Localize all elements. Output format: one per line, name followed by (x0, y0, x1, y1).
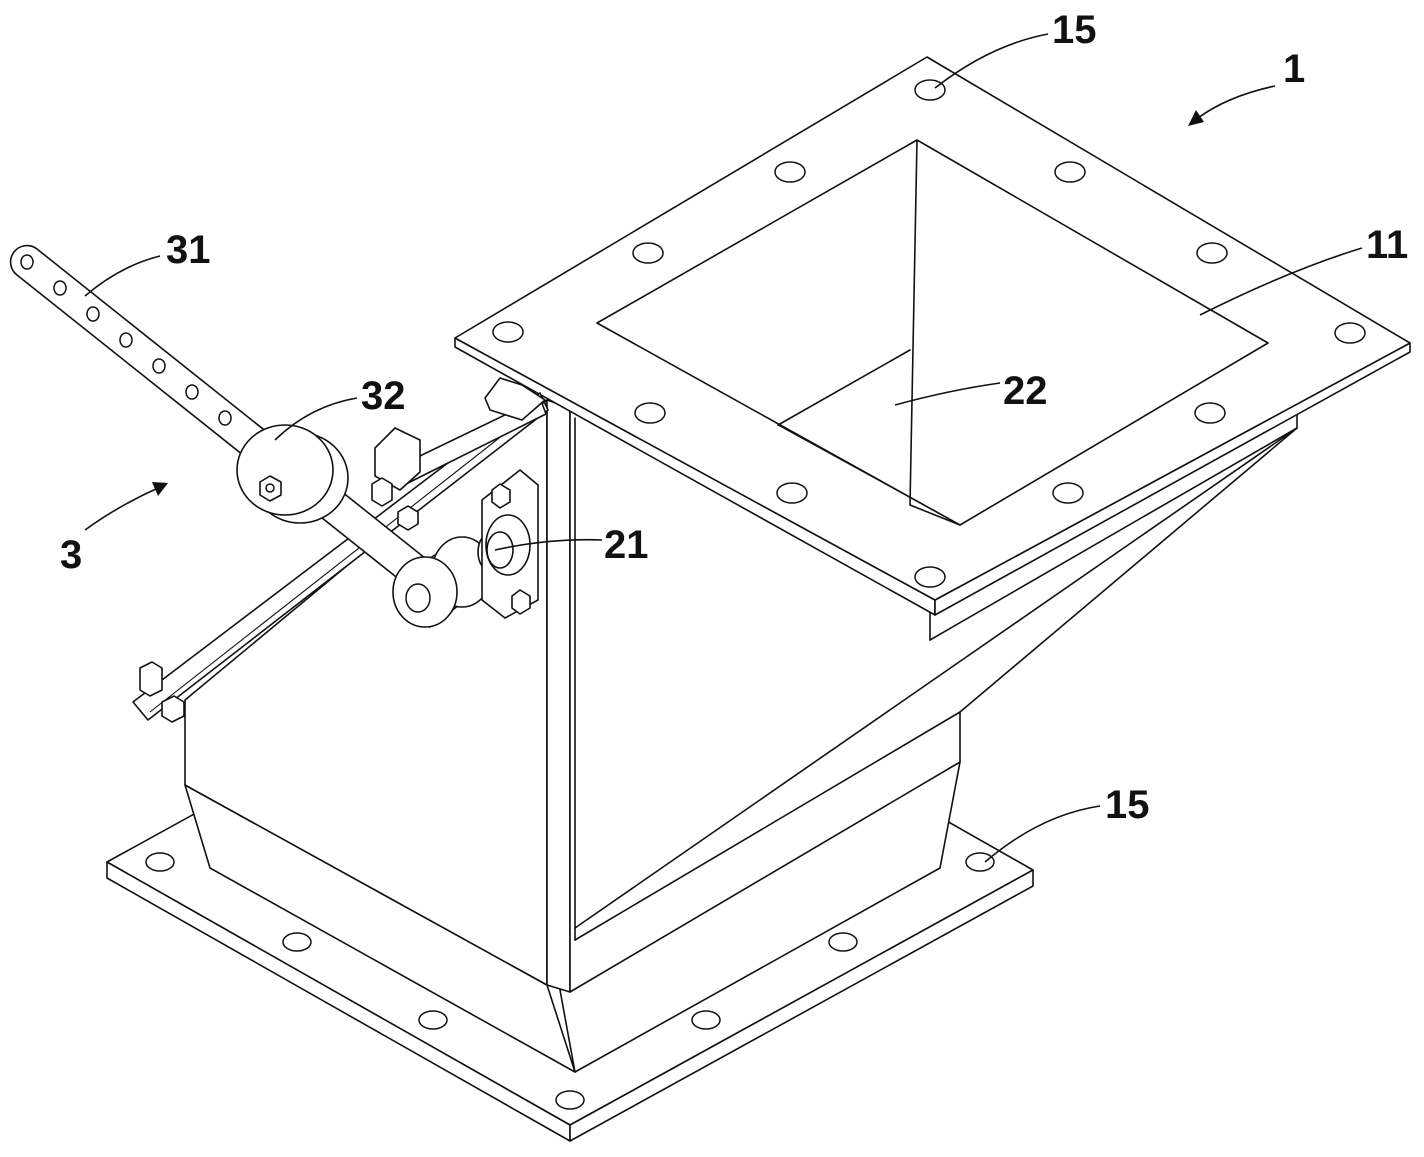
leader-top-hole (934, 33, 1049, 89)
leader-lever (84, 255, 161, 297)
bolt-hole (634, 402, 666, 424)
damper-plate-edge (777, 349, 911, 426)
lever-holes (20, 254, 232, 426)
top-flange (454, 56, 1411, 616)
bolt-hole (774, 161, 806, 183)
leader-damper-plate (894, 382, 1001, 406)
bolt-icon (371, 477, 393, 507)
lower-bar (132, 392, 549, 721)
bolt-hole (418, 1010, 448, 1030)
leader-drive (84, 487, 159, 531)
bolt-hole (1334, 322, 1366, 344)
leader-device (1197, 85, 1276, 119)
bolt-hole (914, 79, 946, 101)
label-top-flange-hole: 15 (1052, 8, 1097, 52)
lever-hole (86, 306, 100, 322)
bolt-hole (1054, 161, 1086, 183)
bolt-hole (1196, 242, 1228, 264)
bracket (374, 427, 421, 491)
lever-hole (185, 384, 199, 400)
bolt-icon (511, 589, 531, 615)
reference-labels: 15 1 31 11 32 22 3 21 15 (60, 8, 1408, 827)
label-bottom-flange-hole: 15 (1105, 783, 1150, 827)
bolt-icon (161, 695, 185, 723)
label-drive-assembly: 3 (60, 533, 82, 577)
bolt-icon (397, 505, 419, 531)
bolt-hole (965, 852, 995, 872)
arrowhead-icon (152, 482, 168, 496)
bottom-flange-holes (145, 852, 995, 1110)
bolt-hole (492, 321, 524, 343)
bolt-hole (691, 1010, 721, 1030)
label-lever: 31 (166, 228, 211, 272)
lever-hole (53, 280, 67, 296)
lever-hole (20, 254, 34, 270)
lever-hole (218, 410, 232, 426)
corner-seam (546, 399, 571, 993)
bolt-hole (828, 932, 858, 952)
bolt-icon (491, 483, 511, 509)
bolt-hole (555, 1090, 585, 1110)
bolt-hole (632, 242, 664, 264)
wheel (236, 424, 349, 524)
leader-bearing (494, 538, 603, 551)
bolt-icon (139, 661, 163, 697)
hub (392, 531, 507, 628)
bolt-hole (776, 482, 808, 504)
arrowhead-icon (1188, 110, 1204, 126)
label-top-flange: 11 (1366, 223, 1408, 267)
bolt-hole (1052, 482, 1084, 504)
drive-mechanism (9, 244, 549, 723)
bolt-hole (914, 566, 946, 588)
hub-bore (405, 583, 431, 613)
top-flange-holes (492, 79, 1366, 588)
leader-bottom-hole (984, 805, 1101, 863)
bracket (484, 377, 546, 421)
leader-top-flange (1199, 247, 1363, 316)
bolt-hole (1194, 402, 1226, 424)
label-device: 1 (1283, 47, 1305, 91)
leader-lines (84, 33, 1363, 863)
lever-hole (119, 332, 133, 348)
lever-hole (152, 358, 166, 374)
bolt-hole (145, 852, 175, 872)
label-bearing: 21 (604, 523, 649, 567)
top-flange-opening (596, 139, 1269, 526)
label-wheel: 32 (361, 374, 406, 418)
bolt-hole (282, 932, 312, 952)
bearing-block (481, 469, 539, 619)
leader-wheel (274, 397, 358, 441)
label-damper-plate: 22 (1003, 369, 1048, 413)
